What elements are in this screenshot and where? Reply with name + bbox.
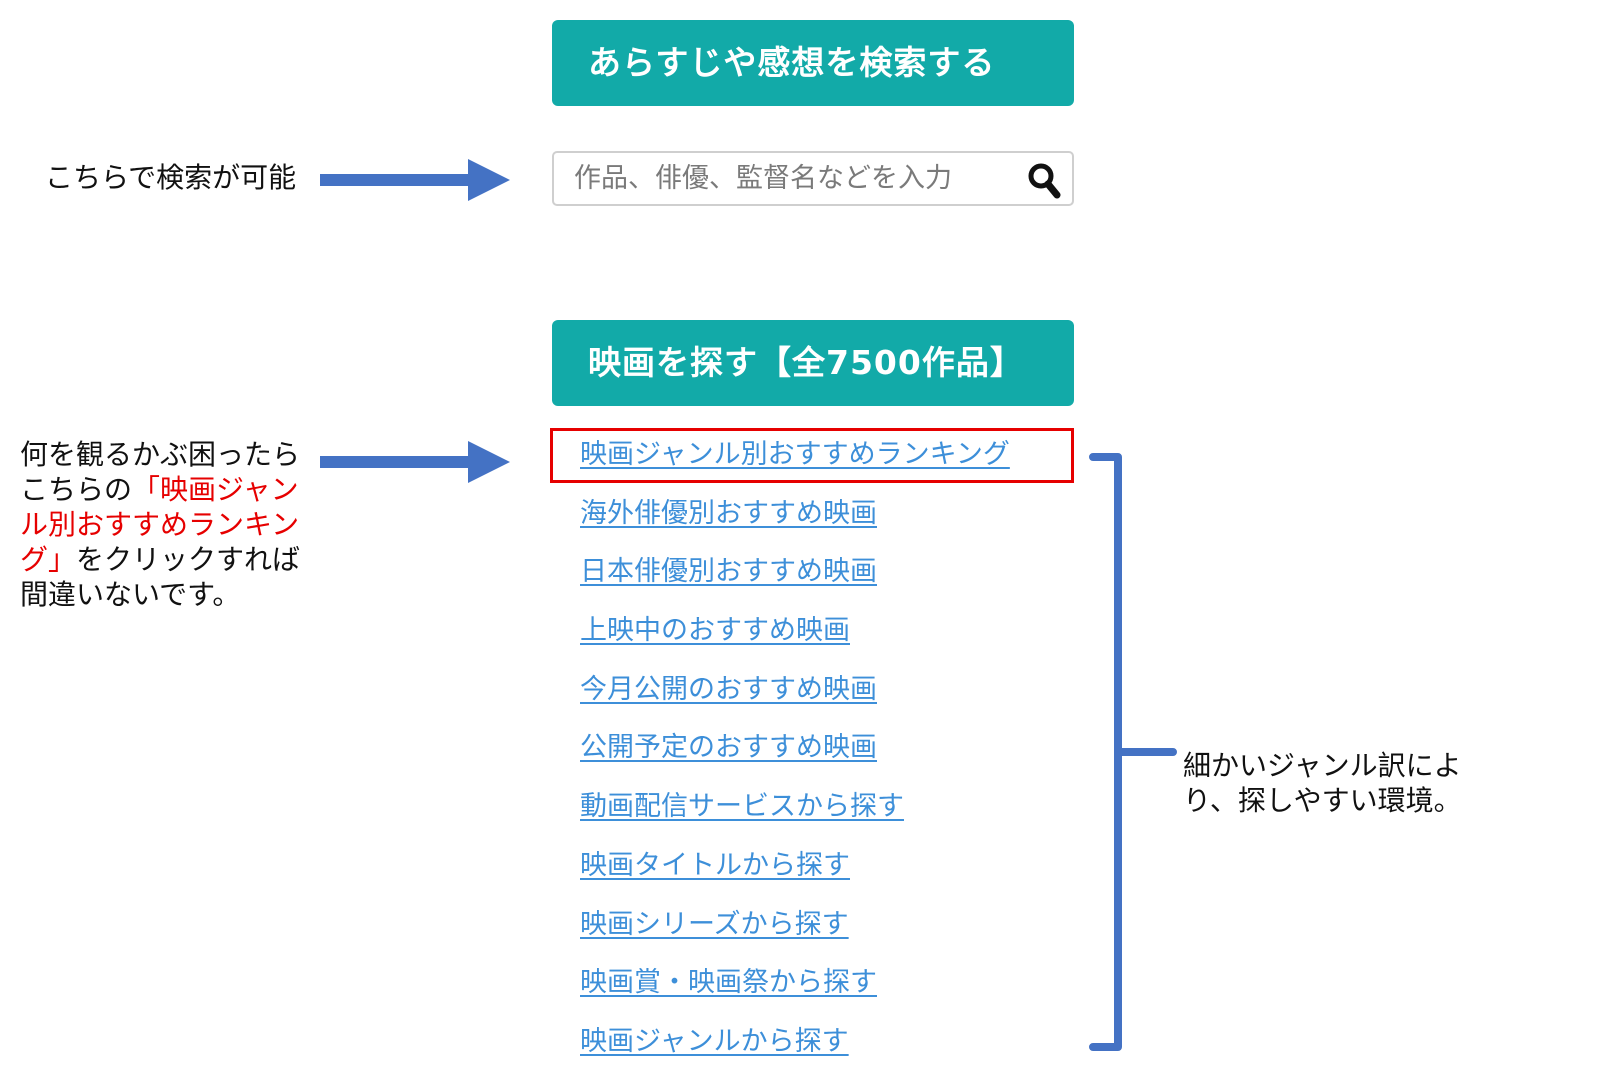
annotation-line: 間違いないです。 (20, 578, 241, 611)
search-icon[interactable] (1026, 161, 1062, 199)
bracket-icon (1089, 453, 1177, 1051)
annotation-highlight: 「映画ジャン (132, 473, 299, 506)
list-item: 映画賞・映画祭から探す (580, 965, 1010, 1024)
arrow-right-icon (320, 441, 510, 483)
search-section-heading: あらすじや感想を検索する (552, 20, 1074, 106)
highlight-box (550, 428, 1074, 483)
search-input[interactable] (574, 153, 1014, 204)
list-item: 公開予定のおすすめ映画 (580, 730, 1010, 789)
list-item: 動画配信サービスから探す (580, 789, 1010, 848)
list-item: 映画ジャンルから探す (580, 1024, 1010, 1083)
annotation-line: り、探しやすい環境。 (1183, 784, 1462, 817)
link-series[interactable]: 映画シリーズから探す (580, 908, 849, 940)
link-japanese-actors[interactable]: 日本俳優別おすすめ映画 (580, 556, 877, 588)
link-streaming[interactable]: 動画配信サービスから探す (580, 791, 904, 823)
list-item: 海外俳優別おすすめ映画 (580, 496, 1010, 555)
list-item: 上映中のおすすめ映画 (580, 613, 1010, 672)
search-box[interactable] (552, 151, 1074, 206)
annotation-line: こちらの「映画ジャン (20, 472, 300, 507)
annotation-genre: 細かいジャンル訳によ り、探しやすい環境。 (1183, 748, 1462, 818)
arrow-right-icon (320, 159, 510, 201)
link-foreign-actors[interactable]: 海外俳優別おすすめ映画 (580, 497, 877, 529)
list-item: 映画ジャンル別おすすめランキング (580, 437, 1010, 496)
annotation-text: こちらの (20, 473, 133, 506)
link-upcoming[interactable]: 公開予定のおすすめ映画 (580, 732, 877, 764)
annotation-highlight: ル別おすすめランキン (20, 508, 300, 541)
annotation-highlight: グ」 (20, 543, 77, 576)
link-genre-ranking[interactable]: 映画ジャンル別おすすめランキング (580, 439, 1010, 470)
movie-links-list: 映画ジャンル別おすすめランキング 海外俳優別おすすめ映画 日本俳優別おすすめ映画… (580, 437, 1010, 1083)
link-title[interactable]: 映画タイトルから探す (580, 849, 850, 881)
list-item: 日本俳優別おすすめ映画 (580, 554, 1010, 613)
annotation-line: 細かいジャンル訳によ (1183, 749, 1462, 782)
link-this-month[interactable]: 今月公開のおすすめ映画 (580, 673, 877, 705)
list-item: 今月公開のおすすめ映画 (580, 672, 1010, 731)
link-genre[interactable]: 映画ジャンルから探す (580, 1025, 849, 1057)
annotation-ranking: 何を観るかぶ困ったら こちらの「映画ジャン ル別おすすめランキン グ」をクリック… (20, 437, 300, 612)
annotation-search: こちらで検索が可能 (45, 161, 297, 194)
list-item: 映画シリーズから探す (580, 907, 1010, 966)
list-item: 映画タイトルから探す (580, 848, 1010, 907)
annotation-text: をクリックすれば (76, 543, 301, 576)
annotation-line: グ」をクリックすれば (20, 542, 300, 577)
link-now-showing[interactable]: 上映中のおすすめ映画 (580, 615, 850, 647)
movies-section-heading: 映画を探す【全7500作品】 (552, 320, 1074, 406)
link-awards[interactable]: 映画賞・映画祭から探す (580, 967, 877, 999)
annotation-line: 何を観るかぶ困ったら (20, 438, 301, 471)
